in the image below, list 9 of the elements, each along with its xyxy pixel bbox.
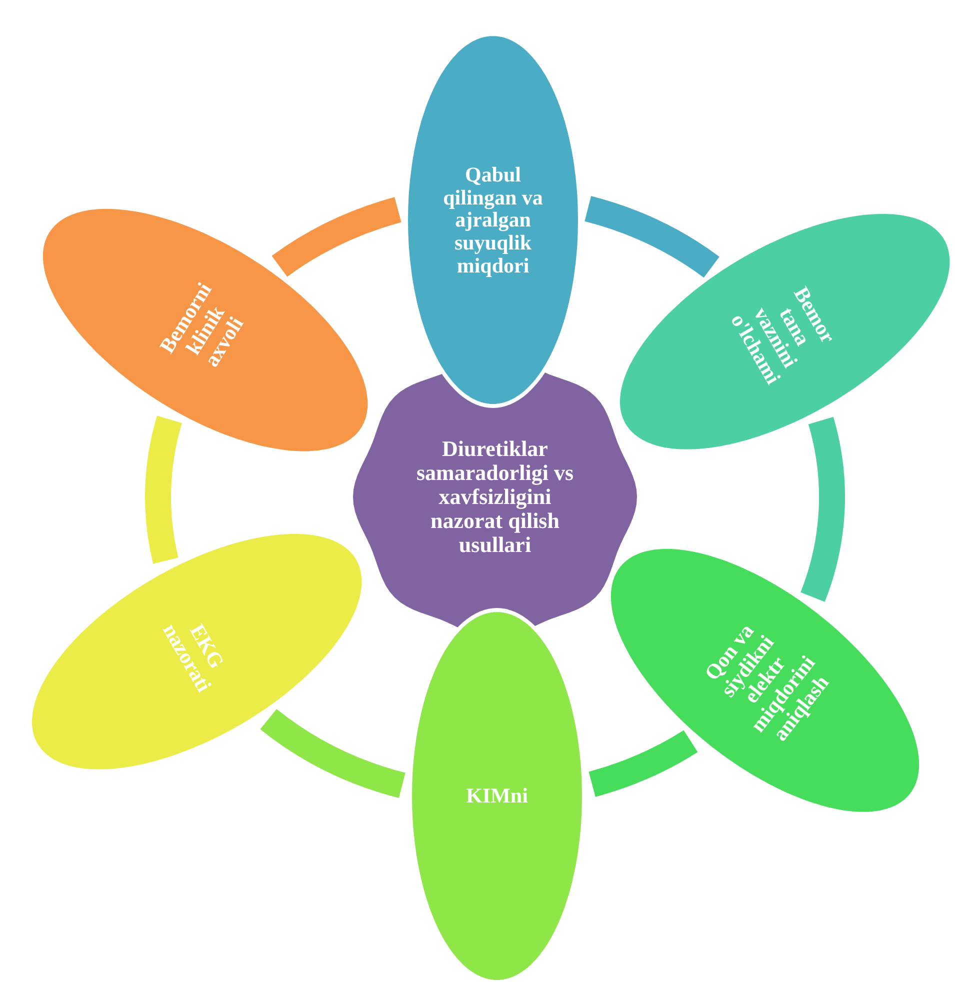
ring-arc <box>260 708 406 798</box>
petal-label: Qabul qilingan va ajralgan suyuqlik miqdori <box>442 163 544 277</box>
ring-arc <box>588 730 698 797</box>
ring-arc <box>145 416 182 563</box>
center-label: Diuretiklar samaradorligi vs xavfsizligini nazorat qilish usullari <box>415 436 575 558</box>
ring-arc <box>272 197 402 278</box>
ring-arc <box>584 196 719 278</box>
petal-label: KIMni <box>465 784 529 808</box>
ring-arc <box>800 418 845 602</box>
